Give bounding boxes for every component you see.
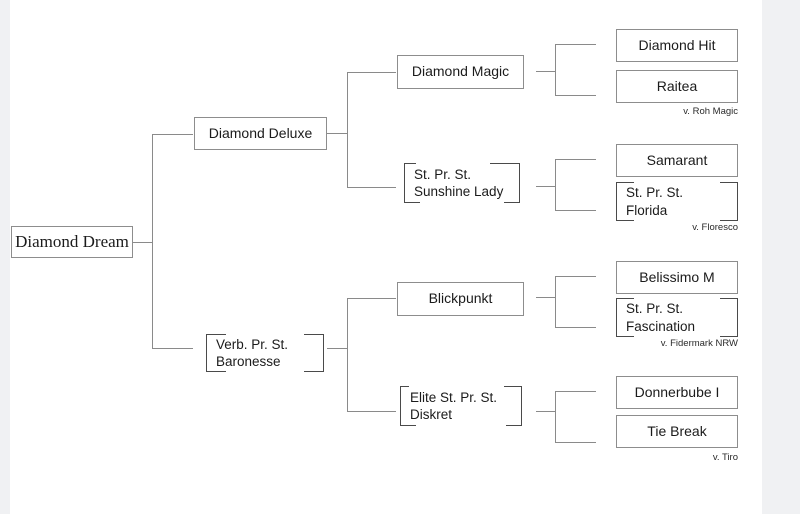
connector-gen2-spine (152, 134, 153, 349)
connector-gen4-b2 (555, 210, 596, 211)
connector-gen4-a2 (555, 95, 596, 96)
connector-gen3-a (347, 72, 396, 73)
note-tiro: v. Tiro (712, 452, 738, 463)
node-label-line1: St. Pr. St. (626, 301, 684, 317)
node-diamond-dream[interactable]: Diamond Dream (11, 226, 133, 258)
node-diamond-deluxe[interactable]: Diamond Deluxe (194, 117, 327, 150)
node-label-line2: Diskret (410, 407, 453, 422)
connector-gen4a-spine (555, 44, 556, 96)
node-verb-pr-st-baronesse[interactable]: Verb. Pr. St. Baronesse (206, 334, 324, 372)
connector-gen2-top (152, 134, 193, 135)
node-st-pr-st-sunshine-lady[interactable]: St. Pr. St. Sunshine Lady (404, 163, 520, 203)
connector-gen4-d2 (555, 442, 596, 443)
connector-gen4b-spine (555, 159, 556, 211)
node-label: Diamond Magic (411, 63, 510, 80)
connector-root-stub (133, 242, 152, 243)
connector-gen2-bottom (152, 348, 193, 349)
node-label-line1: St. Pr. St. (414, 166, 472, 182)
note-floresco: v. Floresco (692, 222, 738, 233)
connector-sire-stub (327, 133, 347, 134)
node-diamond-magic[interactable]: Diamond Magic (397, 55, 524, 89)
node-raitea[interactable]: Raitea (616, 70, 738, 103)
node-samarant[interactable]: Samarant (616, 144, 738, 177)
connector-gen4-b1 (555, 159, 596, 160)
connector-gen4-d1 (555, 391, 596, 392)
node-label: Belissimo M (639, 268, 715, 285)
node-label-line1: Elite St. Pr. St. (410, 389, 498, 405)
node-label: Diamond Dream (15, 232, 129, 252)
connector-gen3c-stub (536, 297, 556, 298)
node-label: Tie Break (647, 422, 707, 439)
node-donnerbube-i[interactable]: Donnerbube I (616, 376, 738, 409)
node-st-pr-st-fascination[interactable]: St. Pr. St. Fascination (616, 298, 738, 337)
node-label-line2: Baronesse (216, 354, 281, 369)
node-label-line1: Verb. Pr. St. (216, 336, 289, 352)
node-label-line2: Sunshine Lady (414, 184, 504, 199)
node-blickpunkt[interactable]: Blickpunkt (397, 282, 524, 316)
connector-gen4-c2 (555, 327, 596, 328)
node-label: Samarant (646, 151, 708, 168)
connector-gen4d-spine (555, 391, 556, 443)
node-label: Raitea (656, 77, 698, 94)
connector-gen3-d (347, 411, 396, 412)
node-label-line2: Fascination (626, 318, 696, 334)
node-elite-st-pr-st-diskret[interactable]: Elite St. Pr. St. Diskret (400, 386, 522, 426)
connector-gen4-c1 (555, 276, 596, 277)
connector-gen3b-stub (536, 186, 556, 187)
connector-dam-stub (327, 348, 347, 349)
node-label: Diamond Deluxe (208, 124, 313, 141)
connector-gen3-top-spine (347, 72, 348, 188)
connector-gen3a-stub (536, 71, 556, 72)
node-diamond-hit[interactable]: Diamond Hit (616, 29, 738, 62)
node-tie-break[interactable]: Tie Break (616, 415, 738, 448)
connector-gen4c-spine (555, 276, 556, 328)
node-label: Blickpunkt (428, 290, 493, 307)
note-roh-magic: v. Roh Magic (683, 106, 738, 117)
connector-gen3-bot-spine (347, 298, 348, 412)
node-label-line1: St. Pr. St. (626, 185, 684, 201)
node-label: Donnerbube I (634, 383, 720, 400)
connector-gen3d-stub (536, 411, 556, 412)
node-st-pr-st-florida[interactable]: St. Pr. St. Florida (616, 182, 738, 221)
note-fidermark-nrw: v. Fidermark NRW (660, 338, 738, 349)
node-label-line2: Florida (626, 202, 668, 218)
connector-gen3-c (347, 298, 396, 299)
node-belissimo-m[interactable]: Belissimo M (616, 261, 738, 294)
connector-gen3-b (347, 187, 396, 188)
connector-gen4-a1 (555, 44, 596, 45)
node-label: Diamond Hit (638, 36, 716, 53)
